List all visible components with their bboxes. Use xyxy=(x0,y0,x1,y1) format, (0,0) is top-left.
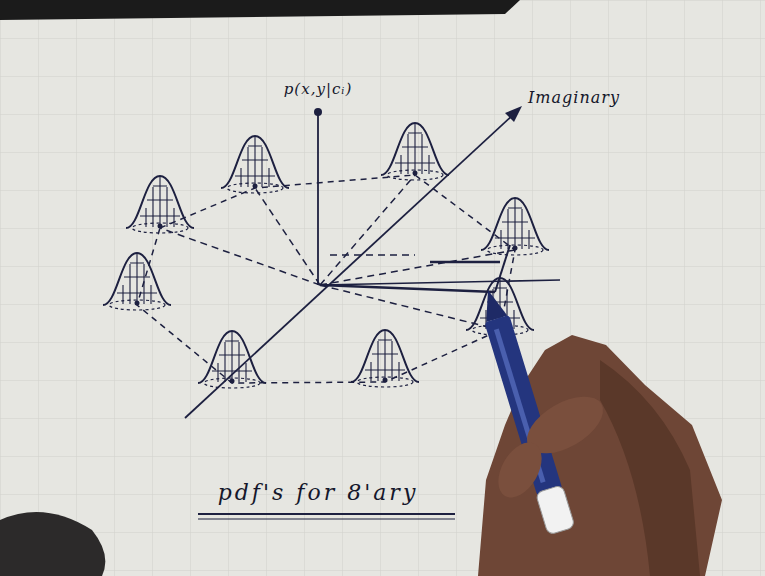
axis-label: p(x,y|cᵢ) xyxy=(284,80,352,98)
imaginary-axis xyxy=(185,113,515,418)
axis-label: Imaginary xyxy=(528,88,620,107)
head xyxy=(0,512,105,576)
projection-line xyxy=(495,245,510,292)
gaussian-pdf xyxy=(198,331,266,388)
gaussian-pdf xyxy=(103,253,171,310)
signal-ring xyxy=(137,175,515,383)
gaussian-pdf xyxy=(126,176,194,233)
thumb xyxy=(489,435,550,505)
gaussian-pdf xyxy=(351,330,419,387)
gaussian-pdf xyxy=(221,136,289,193)
gaussian-pdf xyxy=(381,123,449,180)
caption-underline xyxy=(198,513,455,515)
axis-arrowhead xyxy=(505,106,522,122)
caption-underline xyxy=(198,518,455,519)
gaussian-pdf xyxy=(481,198,549,255)
pdf-axis xyxy=(317,112,319,285)
top-edge xyxy=(0,0,520,20)
caption-text: pdf's for 8'ary xyxy=(218,480,419,505)
real-axis xyxy=(320,280,560,285)
hand-shadow xyxy=(600,360,700,576)
axis-tip xyxy=(314,108,322,116)
radial-lines xyxy=(160,175,515,330)
signal-vector xyxy=(320,285,495,292)
stroke-mark xyxy=(430,261,500,264)
